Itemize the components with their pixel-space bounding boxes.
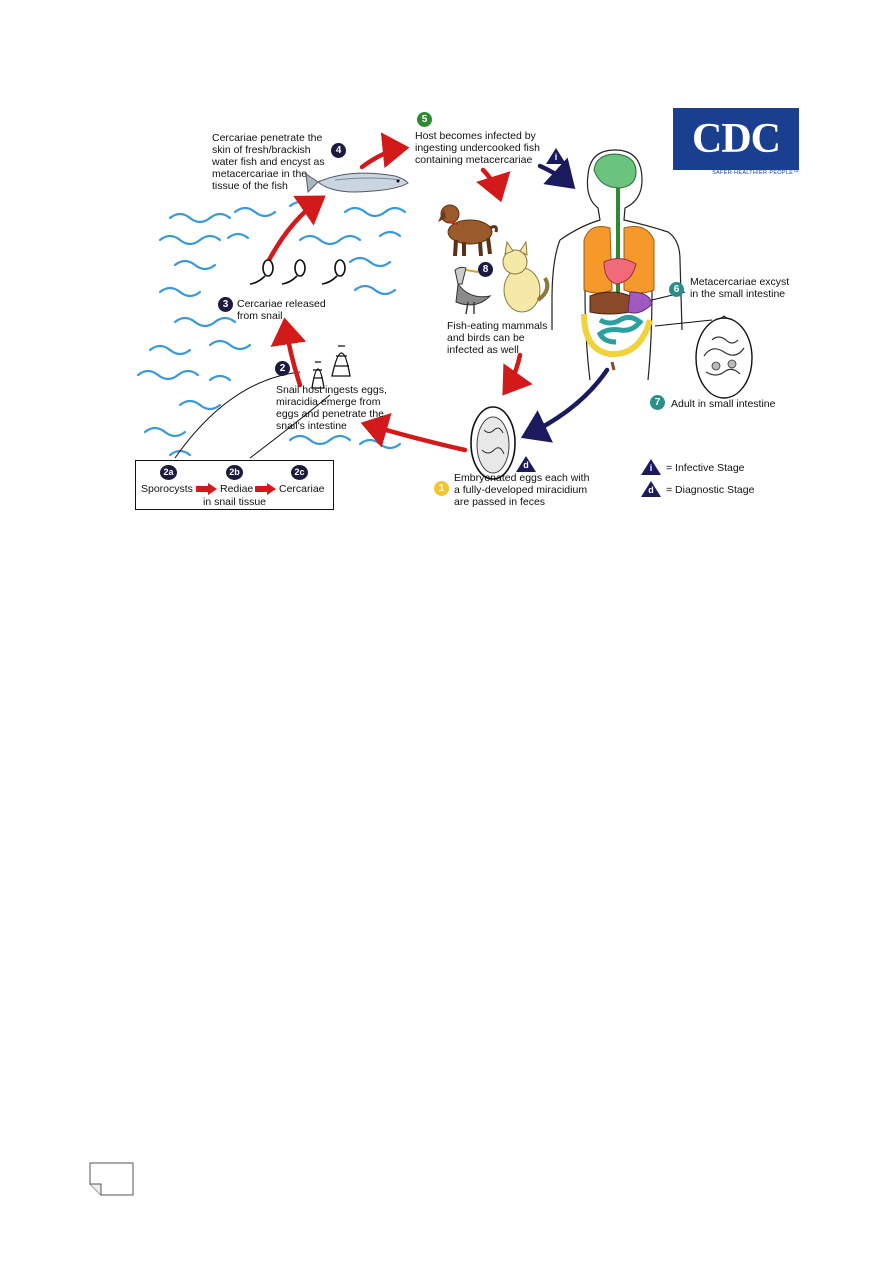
stage-2b-badge: 2b — [226, 465, 243, 480]
legend-infective-label: = Infective Stage — [666, 462, 745, 474]
step-5-badge: 5 — [417, 112, 432, 127]
cdc-logo-text: CDC — [692, 116, 781, 162]
step-3-line: from snail — [237, 310, 283, 322]
step-3-label: Cercariae released from snail — [237, 298, 347, 322]
cercariae-icon — [249, 259, 346, 285]
step-1-badge: 1 — [434, 481, 449, 496]
step-2-line: miracidia emerge from — [276, 396, 381, 408]
step-4-line: skin of fresh/brackish — [212, 144, 311, 156]
step-1-line: are passed in feces — [454, 496, 546, 508]
step-4-line: Cercariae penetrate the — [212, 132, 323, 144]
stage-2a-label: Sporocysts — [141, 483, 193, 495]
cat-icon — [502, 240, 550, 313]
step-6-line: Metacercariae excyst — [690, 276, 790, 288]
step-3-badge: 3 — [218, 297, 233, 312]
step-2-line: Snail host ingests eggs, — [276, 384, 387, 396]
step-3-line: Cercariae released — [237, 298, 326, 310]
step-4-badge: 4 — [331, 143, 346, 158]
stage-2b-label: Rediae — [220, 483, 254, 495]
legend-diagnostic-label: = Diagnostic Stage — [666, 484, 755, 496]
stage-2c-badge: 2c — [291, 465, 308, 480]
arrow-right-icon — [255, 483, 276, 495]
step-8-label: Fish-eating mammals and birds can be inf… — [447, 320, 557, 356]
step-4-label: Cercariae penetrate the skin of fresh/br… — [212, 132, 334, 192]
cdc-logo: CDC SAFER·HEALTHIER·PEOPLE™ — [673, 108, 799, 178]
diagnostic-stage-marker: d — [516, 456, 536, 472]
step-1-label: Embryonated eggs each with a fully-devel… — [454, 472, 614, 508]
legend-infective-marker: i — [641, 459, 661, 475]
bird-icon — [454, 266, 492, 315]
cdc-logo-box: CDC — [673, 108, 799, 170]
adult-worm-icon — [695, 315, 753, 399]
human-body-icon — [551, 149, 683, 381]
step-4-line: metacercariae in the — [212, 168, 308, 180]
step-4-line: water fish and encyst as — [212, 156, 325, 168]
step-8-badge: 8 — [478, 262, 493, 277]
step-1-line: a fully-developed miracidium — [454, 484, 588, 496]
egg-icon — [470, 406, 516, 480]
step-7-badge: 7 — [650, 395, 665, 410]
legend-diagnostic-symbol: d — [648, 485, 654, 495]
page-corner-icon — [89, 1162, 134, 1196]
fish-icon — [305, 172, 409, 194]
step-7-line: Adult in small intestine — [671, 398, 776, 410]
step-5-line: containing metacercariae — [415, 154, 533, 166]
step-1-line: Embryonated eggs each with — [454, 472, 590, 484]
step-8-line: Fish-eating mammals — [447, 320, 548, 332]
cdc-logo-tagline: SAFER·HEALTHIER·PEOPLE™ — [712, 170, 799, 176]
step-8-line: and birds can be — [447, 332, 525, 344]
snail-icon — [311, 345, 351, 389]
legend-diagnostic-marker: d — [641, 481, 661, 497]
step-2-line: eggs and penetrate the — [276, 408, 385, 420]
step-2-line: snail's intestine — [276, 420, 347, 432]
dog-icon — [438, 204, 498, 257]
snail-tissue-caption: in snail tissue — [202, 496, 267, 508]
step-6-line: in the small intestine — [690, 288, 786, 300]
stage-2a-badge: 2a — [160, 465, 177, 480]
arrow-right-icon — [196, 483, 217, 495]
snail-tissue-stages-box: 2a 2b 2c Sporocysts Rediae Cercariae in … — [135, 460, 334, 510]
legend-infective-symbol: i — [649, 463, 653, 473]
step-5-line: ingesting undercooked fish — [415, 142, 540, 154]
step-2-badge: 2 — [275, 361, 290, 376]
infective-symbol: i — [554, 152, 558, 162]
organs-icon — [581, 153, 655, 371]
diagnostic-symbol: d — [523, 460, 529, 470]
step-5-line: Host becomes infected by — [415, 130, 536, 142]
step-6-badge: 6 — [669, 282, 684, 297]
step-8-line: infected as well — [447, 344, 519, 356]
step-5-label: Host becomes infected by ingesting under… — [415, 130, 555, 166]
step-2-label: Snail host ingests eggs, miracidia emerg… — [276, 384, 406, 432]
infective-stage-marker: i — [546, 148, 566, 164]
water-waves — [136, 200, 407, 457]
step-4-line: tissue of the fish — [212, 180, 288, 192]
stage-2c-label: Cercariae — [279, 483, 325, 495]
step-6-label: Metacercariae excyst in the small intest… — [690, 276, 810, 300]
step-7-label: Adult in small intestine — [671, 398, 801, 410]
